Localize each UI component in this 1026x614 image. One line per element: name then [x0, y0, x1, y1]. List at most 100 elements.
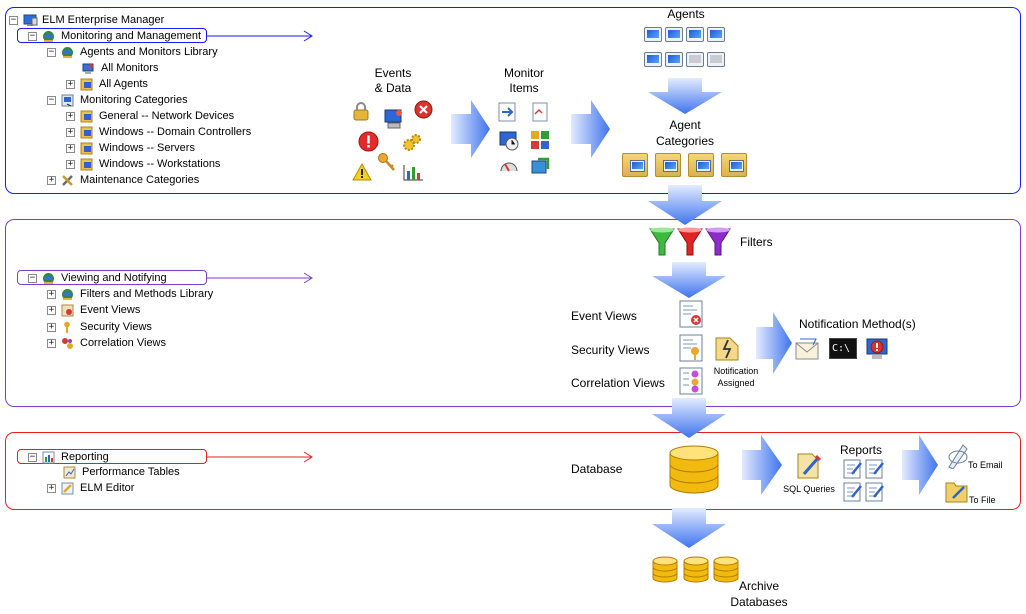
tree-item-label: Monitoring Categories — [80, 94, 188, 106]
tree-item-reporting[interactable]: − Reporting — [28, 450, 109, 464]
monitor-icon — [82, 62, 95, 75]
tree-item-library[interactable]: − Agents and Monitors Library — [47, 45, 218, 59]
tree-item-label: All Agents — [99, 78, 148, 90]
monitor-item-icon — [500, 162, 518, 172]
to-email-label: To Email — [968, 460, 1003, 470]
enterprise-computer-icon — [23, 14, 38, 27]
expand-toggle[interactable]: + — [47, 174, 56, 185]
console-icon: C:\ — [829, 338, 857, 359]
tree-item-label: Agents and Monitors Library — [80, 46, 218, 58]
tree-item-general[interactable]: + General -- Network Devices — [66, 109, 234, 123]
agent-device-icon — [686, 52, 704, 67]
folder-computer-icon — [80, 126, 93, 139]
expand-toggle[interactable]: + — [66, 126, 75, 137]
category-folder-icon — [622, 153, 648, 177]
globe-icon — [61, 288, 74, 301]
viewing-highlight — [17, 270, 207, 285]
flow-arrow-right — [742, 435, 782, 495]
monitoring-pointer-arrow — [207, 30, 313, 42]
reporting-panel — [5, 432, 1021, 510]
performance-icon — [63, 466, 76, 479]
agent-computer-icon — [665, 27, 683, 42]
monitor-item-icon — [498, 102, 516, 122]
expand-toggle[interactable]: + — [66, 110, 75, 121]
tree-item-label: Maintenance Categories — [80, 174, 200, 186]
viewing-pointer-arrow — [207, 272, 313, 284]
reporting-highlight — [17, 449, 207, 464]
expand-toggle[interactable]: + — [47, 304, 56, 315]
tree-item-security-views[interactable]: + Security Views — [47, 320, 152, 334]
expand-toggle[interactable]: + — [66, 78, 75, 89]
expand-toggle[interactable]: + — [47, 337, 56, 348]
categories-icon — [61, 94, 74, 107]
event-views-icon — [61, 304, 74, 317]
agent-computer-icon — [686, 27, 704, 42]
monitor-item-icon — [532, 102, 548, 122]
tree-item-servers[interactable]: + Windows -- Servers — [66, 141, 195, 155]
expand-toggle[interactable]: + — [66, 158, 75, 169]
pencil-icon — [61, 482, 74, 495]
folder-computer-icon — [80, 78, 93, 91]
agent-device-icon — [707, 52, 725, 67]
tree-item-all-agents[interactable]: + All Agents — [66, 77, 148, 91]
tree-item-label: Viewing and Notifying — [61, 272, 167, 284]
flow-arrow-right — [902, 435, 938, 495]
tree-item-label: Event Views — [80, 304, 141, 316]
flow-arrow-right — [451, 100, 490, 158]
report-icon — [865, 482, 884, 502]
agent-computer-icon — [665, 52, 683, 67]
globe-icon — [42, 30, 55, 43]
tree-item-filters-library[interactable]: + Filters and Methods Library — [47, 287, 213, 301]
tree-item-monitoring[interactable]: − Monitoring and Management — [28, 29, 201, 43]
expand-toggle[interactable]: + — [66, 142, 75, 153]
tree-item-correlation-views[interactable]: + Correlation Views — [47, 336, 166, 350]
tree-root-label: ELM Enterprise Manager — [42, 14, 165, 26]
tree-item-domain-controllers[interactable]: + Windows -- Domain Controllers — [66, 125, 251, 139]
report-icon — [843, 482, 862, 502]
events-data-label: Events & Data — [374, 66, 412, 95]
tree-root[interactable]: − ELM Enterprise Manager — [9, 13, 164, 27]
agent-computer-icon — [644, 52, 662, 67]
tree-item-monitoring-categories[interactable]: − Monitoring Categories — [47, 93, 188, 107]
chart-icon — [403, 165, 423, 181]
correlation-icon — [61, 337, 74, 350]
monitoring-highlight — [17, 28, 207, 43]
tree-item-event-views[interactable]: + Event Views — [47, 303, 140, 317]
tree-item-elm-editor[interactable]: + ELM Editor — [47, 481, 134, 495]
archive-database-icon — [713, 556, 739, 583]
computer-icon — [384, 109, 402, 129]
tree-item-performance-tables[interactable]: Performance Tables — [63, 465, 180, 479]
tree-item-label: Security Views — [80, 321, 152, 333]
folder-computer-icon — [80, 158, 93, 171]
tree-item-maintenance[interactable]: + Maintenance Categories — [47, 173, 199, 187]
collapse-toggle[interactable]: − — [28, 30, 37, 41]
collapse-toggle[interactable]: − — [28, 451, 37, 462]
tree-item-label: Filters and Methods Library — [80, 288, 214, 300]
filter-icon — [649, 227, 675, 256]
tree-item-label: Monitoring and Management — [61, 30, 202, 42]
tree-item-workstations[interactable]: + Windows -- Workstations — [66, 157, 220, 171]
filters-label: Filters — [740, 235, 773, 249]
event-views-doc-icon — [679, 300, 703, 328]
category-folder-icon — [688, 153, 714, 177]
monitoring-panel — [5, 7, 1021, 194]
expand-toggle[interactable]: + — [47, 321, 56, 332]
email-icon — [948, 444, 968, 469]
database-label: Database — [571, 462, 623, 476]
tree-item-viewing[interactable]: − Viewing and Notifying — [28, 271, 167, 285]
expand-toggle[interactable]: + — [47, 288, 56, 299]
flow-arrow-right — [571, 100, 610, 158]
monitor-item-icon — [531, 131, 549, 149]
collapse-toggle[interactable]: − — [47, 46, 56, 57]
collapse-toggle[interactable]: − — [28, 272, 37, 283]
collapse-toggle[interactable]: − — [47, 94, 56, 105]
reports-label: Reports — [840, 443, 883, 457]
expand-toggle[interactable]: + — [47, 482, 56, 493]
monitor-item-icon — [499, 131, 519, 151]
database-icon — [669, 445, 719, 494]
notification-assigned-icon — [715, 337, 739, 361]
flow-arrow-down — [652, 262, 726, 298]
agents-label: Agents — [667, 7, 705, 21]
tree-item-all-monitors[interactable]: All Monitors — [82, 61, 158, 75]
collapse-toggle[interactable]: − — [9, 14, 18, 25]
